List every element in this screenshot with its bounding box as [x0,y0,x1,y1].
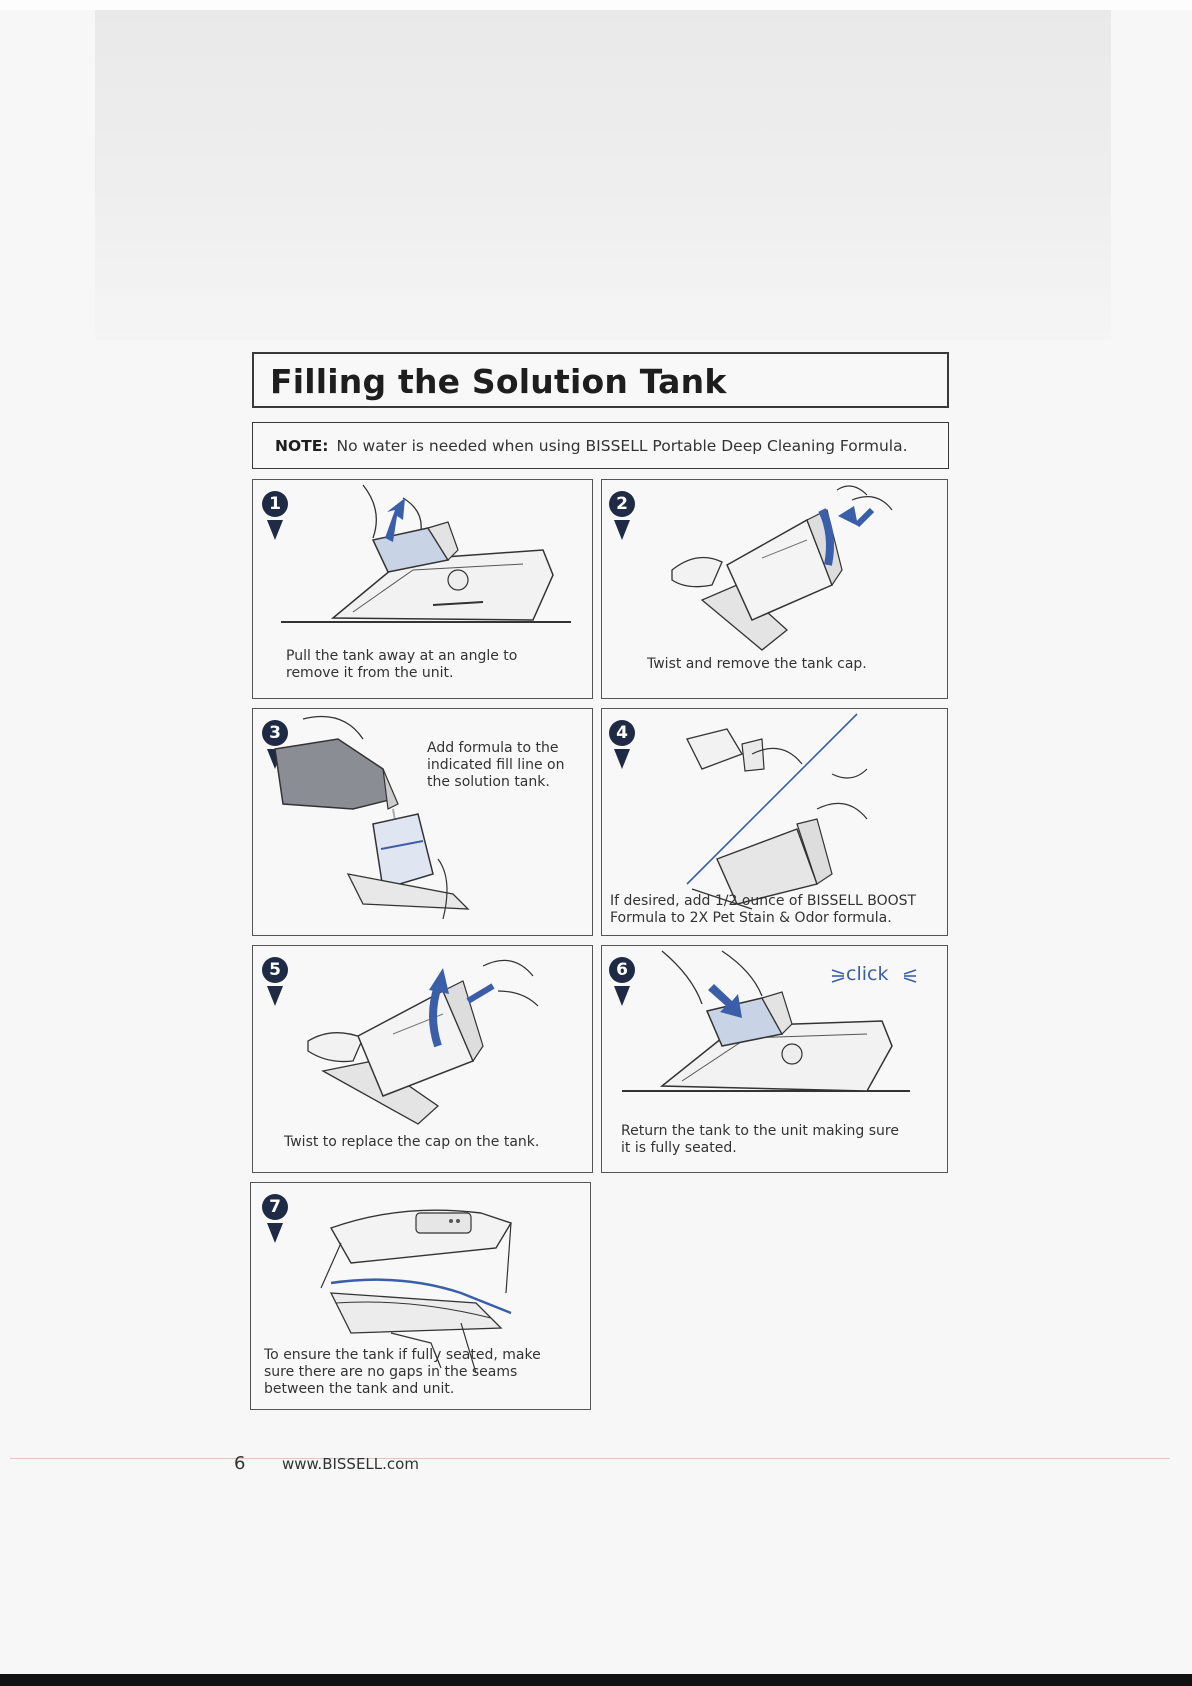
step-5-caption: Twist to replace the cap on the tank. [284,1134,539,1151]
step-4-badge: 4 [608,719,636,769]
caption-line: the solution tank. [427,774,550,790]
step-2-caption: Twist and remove the tank cap. [647,656,867,673]
click-sound-label: click [846,963,889,985]
step-6-badge: 6 [608,956,636,1006]
note-label: NOTE: [275,436,329,455]
step-7-illustration [320,1209,513,1374]
step-6-panel: 6 click Return the tank to the unit maki… [601,945,948,1173]
caption-line: Twist to replace the cap on the tank. [284,1134,540,1150]
caption-line: remove it from the unit. [286,665,454,681]
caption-line: between the tank and unit. [264,1381,455,1397]
step-3-number: 3 [269,723,281,743]
step-3-panel: 3 Add formula to the indicated fill line… [252,708,593,936]
scan-edge-top [0,0,1192,10]
footer-divider [10,1458,1170,1459]
step-5-panel: 5 Twist to replace the cap on the tank. [252,945,593,1173]
step-4-panel: 4 If desired, add 1/2 ounce of BISSELL B… [601,708,948,936]
note-box: NOTE: No water is needed when using BISS… [252,422,949,469]
caption-line: indicated fill line on [427,757,565,773]
step-5-number: 5 [269,960,281,980]
step-6-illustration [622,950,917,1092]
step-2-panel: 2 Twist and remove the tank cap. [601,479,948,699]
step-6-number: 6 [616,960,628,980]
caption-line: Add formula to the [427,740,559,756]
step-4-caption: If desired, add 1/2 ounce of BISSELL BOO… [610,893,916,927]
step-6-caption: Return the tank to the unit making sure … [621,1123,899,1157]
caption-line: sure there are no gaps in the seams [264,1364,518,1380]
title-box: Filling the Solution Tank [252,352,949,408]
step-2-illustration [671,485,893,651]
scan-shading [95,10,1111,340]
caption-line: Pull the tank away at an angle to [286,648,518,664]
step-7-caption: To ensure the tank if fully seated, make… [264,1347,541,1398]
step-4-illustration [686,713,868,910]
page-number: 6 [234,1453,246,1474]
caption-line: If desired, add 1/2 ounce of BISSELL BOO… [610,893,917,909]
step-2-badge: 2 [608,490,636,540]
website-link[interactable]: www.BISSELL.com [282,1455,419,1473]
step-3-illustration [274,715,470,920]
step-1-panel: 1 Pull the tank away at an angle to remo… [252,479,593,699]
step-7-panel: 7 To ensure the tank if fully seated, ma… [250,1182,591,1410]
caption-line: Return the tank to the unit making sure [621,1123,899,1139]
note-text: No water is needed when using BISSELL Po… [336,436,908,455]
step-7-number: 7 [269,1197,281,1217]
step-7-badge: 7 [261,1193,289,1243]
caption-line: Formula to 2X Pet Stain & Odor formula. [610,910,892,926]
step-1-caption: Pull the tank away at an angle to remove… [286,648,517,682]
step-2-number: 2 [616,494,628,514]
step-5-badge: 5 [261,956,289,1006]
step-1-illustration [281,484,571,623]
scan-edge-bottom [0,1674,1192,1686]
step-1-number: 1 [269,494,281,514]
caption-line: Twist and remove the tank cap. [647,656,867,672]
page-title: Filling the Solution Tank [270,362,727,401]
caption-line: it is fully seated. [621,1140,737,1156]
step-5-illustration [307,959,539,1125]
caption-line: To ensure the tank if fully seated, make [264,1347,541,1363]
step-1-badge: 1 [261,490,289,540]
step-3-caption: Add formula to the indicated fill line o… [427,740,564,791]
step-4-number: 4 [616,723,628,743]
